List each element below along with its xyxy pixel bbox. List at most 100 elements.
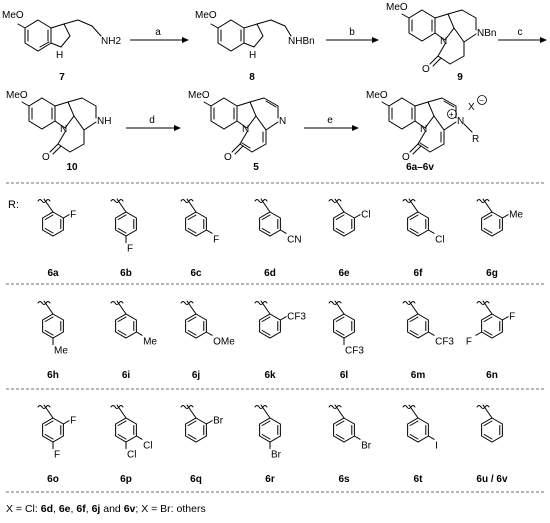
carbonyl-o-label: O	[42, 152, 50, 163]
aromatic-double-bond	[117, 228, 127, 234]
attachment-point-mark	[254, 405, 268, 409]
benzene-ring	[42, 211, 64, 237]
substituent-atom-secondary: F	[466, 336, 472, 347]
arrowhead-a	[182, 37, 189, 43]
pyridinium-n-label: N	[457, 116, 464, 127]
aromatic-double-bond	[483, 228, 493, 234]
methylene-bond	[408, 404, 419, 419]
compound-label: 6r	[265, 474, 275, 485]
substituent-bond	[427, 331, 435, 336]
aromatic-double-bond	[483, 434, 493, 440]
compound-label: 6n	[486, 370, 498, 381]
methoxy-label: MeO	[6, 90, 28, 101]
substituent-atom: CF3	[435, 336, 454, 347]
footnote-suffix: ; X = Br: others	[135, 503, 206, 515]
footnote-sep: ,	[53, 503, 59, 515]
compound-label: 6s	[338, 474, 350, 485]
benzene-ring	[259, 211, 281, 237]
substituent-6n: F F 6n	[466, 300, 515, 381]
methoxy-label: MeO	[188, 90, 210, 101]
attachment-point-mark	[37, 199, 51, 203]
aromatic-double-bond	[335, 330, 345, 336]
methylene-bond	[260, 404, 271, 419]
substituent-atom: CF3	[345, 346, 364, 357]
substituent-atom: Cl	[361, 210, 370, 221]
benzylamine-label: NHBn	[288, 36, 315, 47]
substituent-atom-secondary: Cl	[127, 450, 136, 461]
substituent-atom: F	[70, 416, 76, 427]
aromatic-double-bond	[44, 214, 54, 220]
compound-label: 6f	[414, 268, 424, 279]
substituent-bond	[353, 435, 361, 440]
aromatic-double-bond	[483, 330, 493, 336]
compound-label: 6h	[47, 370, 59, 381]
counterion-footnote: X = Cl: 6d, 6e, 6f, 6j and 6v; X = Br: o…	[6, 503, 206, 515]
methylene-bond	[186, 404, 197, 419]
indole-n-label: N	[242, 124, 249, 135]
substituent-grid: F6aF6bF6cCN6dCl6eCl6fMe6gMe6hMe6iOMe6jCF…	[37, 198, 523, 485]
negative-charge-label: −	[479, 96, 484, 105]
compound-label-7: 7	[59, 72, 65, 83]
aromatic-double-bond	[409, 316, 419, 322]
attachment-point-mark	[476, 199, 490, 203]
aromatic-double-bond	[335, 420, 345, 426]
substituent-6b: F6b	[110, 198, 137, 279]
compound-label: 6e	[338, 268, 350, 279]
methylene-bond	[482, 300, 493, 315]
aromatic-double-bond	[409, 420, 419, 426]
secondary-amine-label: NH	[97, 116, 111, 127]
substituent-atom: F	[213, 234, 219, 245]
aromatic-double-bond	[261, 214, 271, 220]
footnote-and: and	[100, 503, 124, 515]
benzene-ring	[333, 313, 355, 339]
benzene-ring	[185, 417, 207, 443]
step-label-a: a	[155, 27, 161, 38]
footnote-sep: ,	[85, 503, 92, 515]
attachment-point-mark	[180, 199, 194, 203]
aromatic-double-bond	[117, 214, 127, 220]
compound-label-8: 8	[249, 72, 255, 83]
lactam-n-label: N	[60, 124, 67, 135]
benzene-ring	[185, 313, 207, 339]
compound-label: 6o	[47, 474, 59, 485]
carbonyl-o-label: O	[402, 152, 410, 163]
arrowhead-e	[352, 125, 359, 131]
compound-label-5: 5	[253, 162, 259, 173]
aromatic-double-bond	[261, 316, 271, 322]
methylene-bond	[186, 300, 197, 315]
carbonyl-o-label: O	[422, 64, 430, 75]
pyridine-n-label: N	[279, 116, 286, 127]
benzene-ring	[259, 313, 281, 339]
attachment-point-mark	[328, 301, 342, 305]
aromatic-double-bond	[261, 228, 271, 234]
footnote-compound-6j: 6j	[91, 503, 101, 515]
attachment-point-mark	[110, 301, 124, 305]
attachment-point-mark	[254, 199, 268, 203]
benzene-ring	[481, 313, 503, 339]
methylene-bond	[482, 404, 493, 419]
aromatic-double-bond	[335, 316, 345, 322]
footnote-compound-6d: 6d	[40, 503, 53, 515]
aromatic-double-bond	[261, 434, 271, 440]
attachment-point-mark	[476, 405, 490, 409]
aromatic-double-bond	[409, 434, 419, 440]
substituent-bond	[353, 214, 361, 219]
aromatic-double-bond	[117, 434, 127, 440]
compound-8-structure: MeO H NHBn	[195, 10, 315, 61]
aromatic-double-bond	[409, 330, 419, 336]
attachment-point-mark	[37, 405, 51, 409]
anion-circle	[477, 95, 487, 105]
compound-label: 6u / 6v	[476, 474, 508, 485]
substituent-bond	[205, 420, 213, 425]
substituent-atom: F	[509, 312, 515, 323]
step-label-d: d	[149, 115, 155, 126]
methylene-bond	[408, 198, 419, 213]
substituent-atom: Me	[143, 336, 157, 347]
substituent-bond	[475, 331, 483, 336]
compound-label: 6a	[47, 268, 59, 279]
